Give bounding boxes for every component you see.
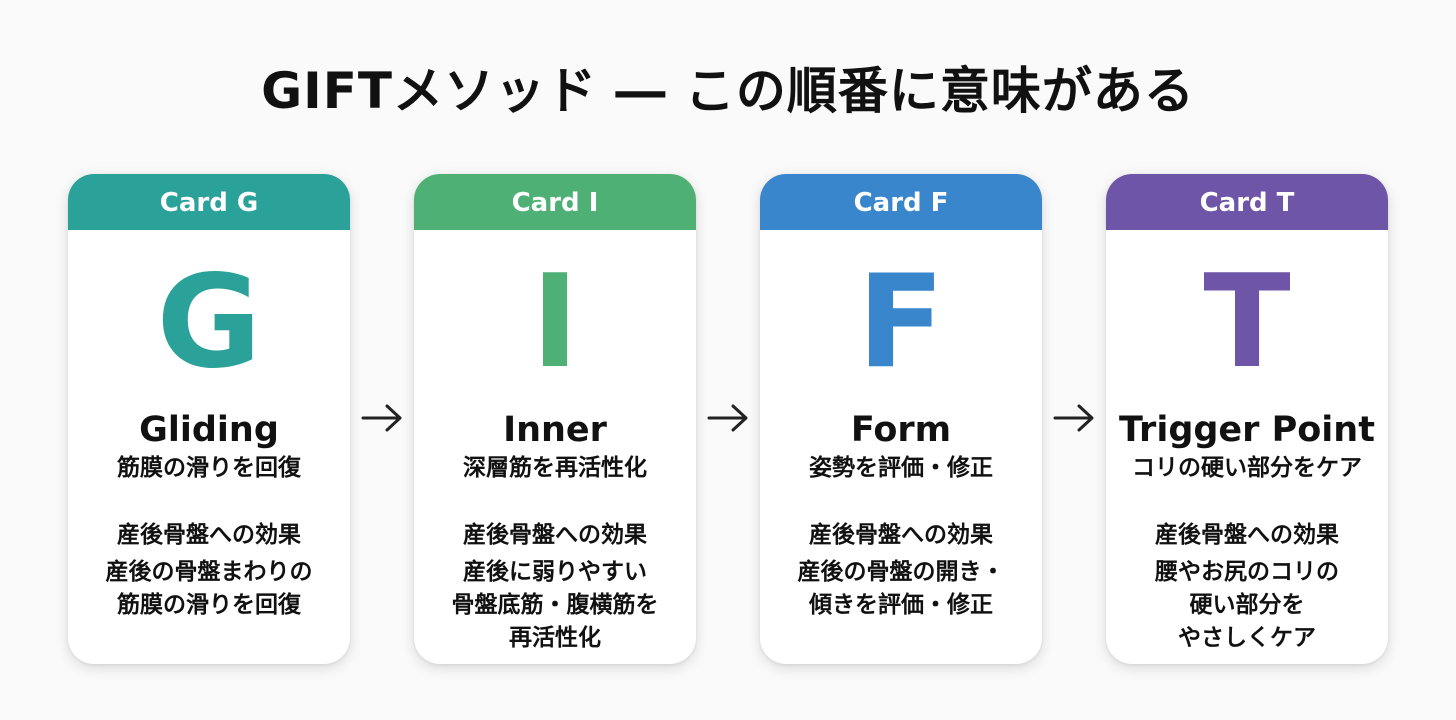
- card-t-header: Card T: [1106, 174, 1388, 230]
- card-t-subtitle: コリの硬い部分をケア: [1132, 455, 1362, 481]
- card-i-name: Inner: [503, 410, 607, 450]
- card-t-effect-body: 腰やお尻のコリの 硬い部分を やさしくケア: [1106, 556, 1388, 655]
- card-f-effect-body: 産後の骨盤の開き・ 傾きを評価・修正: [760, 556, 1042, 622]
- card-i-letter: I: [531, 248, 579, 397]
- card-g-subtitle: 筋膜の滑りを回復: [117, 455, 301, 481]
- card-f-letter: F: [857, 248, 945, 397]
- card-t-letter: T: [1203, 248, 1291, 397]
- card-g-name: Gliding: [139, 410, 279, 450]
- card-t: Card T T Trigger Point コリの硬い部分をケア 産後骨盤への…: [1106, 174, 1388, 664]
- card-g-header: Card G: [68, 174, 350, 230]
- card-g-effect-line: 筋膜の滑りを回復: [117, 592, 301, 618]
- card-g-letter: G: [156, 248, 262, 397]
- card-f-effect-title: 産後骨盤への効果: [809, 522, 993, 548]
- card-f-subtitle: 姿勢を評価・修正: [809, 455, 993, 481]
- card-i-effect-line: 骨盤底筋・腹横筋を: [451, 592, 659, 618]
- card-i-effect-body: 産後に弱りやすい 骨盤底筋・腹横筋を 再活性化: [414, 556, 696, 655]
- card-i: Card I I Inner 深層筋を再活性化 産後骨盤への効果 産後に弱りやす…: [414, 174, 696, 664]
- card-f-effect-line: 傾きを評価・修正: [809, 592, 993, 618]
- card-i-effect-line: 再活性化: [509, 625, 601, 651]
- arrow-right-icon: [361, 404, 402, 432]
- card-f-name: Form: [850, 410, 952, 450]
- arrow-right-icon: [1053, 404, 1094, 432]
- card-t-name: Trigger Point: [1119, 410, 1375, 450]
- card-t-effect-title: 産後骨盤への効果: [1155, 522, 1339, 548]
- card-t-effect-line: やさしくケア: [1178, 625, 1316, 651]
- card-f-effect-line: 産後の骨盤の開き・: [797, 559, 1005, 585]
- card-f: Card F F Form 姿勢を評価・修正 産後骨盤への効果 産後の骨盤の開き…: [760, 174, 1042, 664]
- card-g: Card G G Gliding 筋膜の滑りを回復 産後骨盤への効果 産後の骨盤…: [68, 174, 350, 664]
- card-g-effect-title: 産後骨盤への効果: [117, 522, 301, 548]
- arrow-right-icon: [707, 404, 748, 432]
- card-g-effect-line: 産後の骨盤まわりの: [105, 559, 313, 585]
- card-t-effect-line: 硬い部分を: [1189, 592, 1305, 618]
- card-i-subtitle: 深層筋を再活性化: [463, 455, 647, 481]
- card-f-header: Card F: [760, 174, 1042, 230]
- page-title: GIFTメソッド ― この順番に意味がある: [261, 62, 1195, 120]
- card-g-effect-body: 産後の骨盤まわりの 筋膜の滑りを回復: [68, 556, 350, 622]
- card-i-effect-line: 産後に弱りやすい: [463, 559, 647, 585]
- card-i-effect-title: 産後骨盤への効果: [463, 522, 647, 548]
- card-t-effect-line: 腰やお尻のコリの: [1155, 559, 1339, 585]
- card-i-header: Card I: [414, 174, 696, 230]
